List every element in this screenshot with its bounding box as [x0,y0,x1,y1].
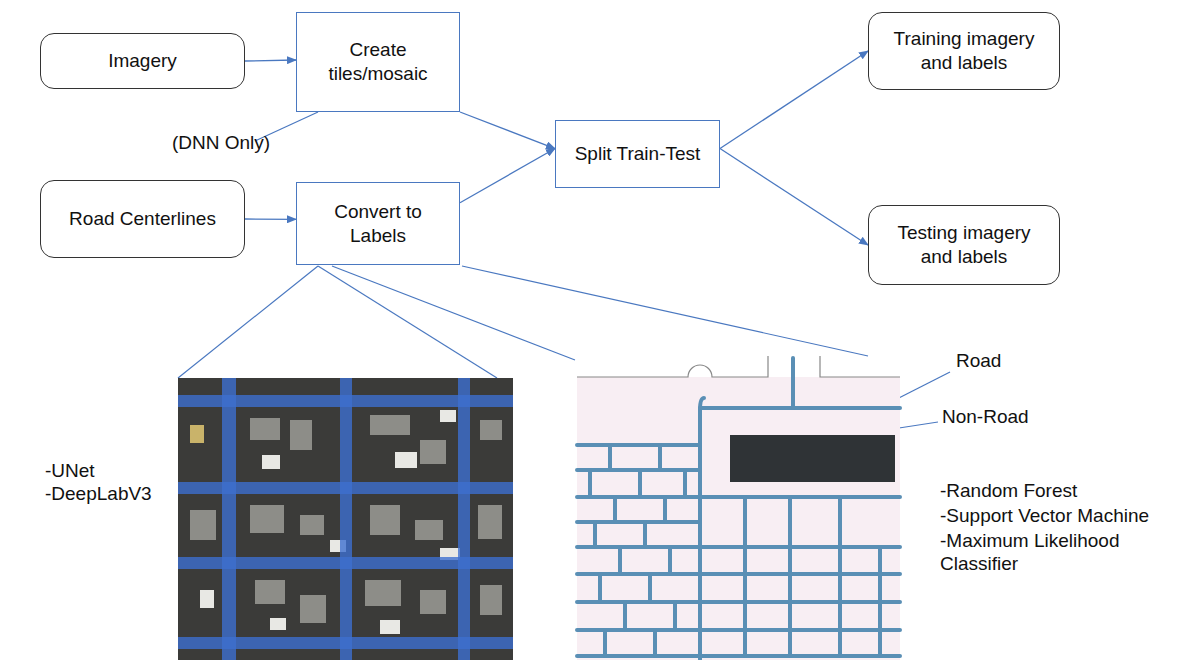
box-text: Training imagery and labels [879,27,1049,75]
box-text: Split Train-Test [575,142,701,166]
box-text: Testing imagery and labels [879,221,1049,269]
data-box: Imagery [40,33,245,89]
flow-arrow [720,51,868,149]
annotation-label: -DeepLabV3 [45,483,152,506]
flow-arrow [245,218,296,220]
flow-arrow [460,112,555,149]
flow-arrow [245,60,296,61]
process-box: Create tiles/mosaic [296,12,460,112]
box-text: Create tiles/mosaic [307,38,449,86]
annotation-label: -Maximum Likelihood Classifier [940,530,1135,576]
annotation-label: Road [956,350,1001,373]
annotation-label: -Support Vector Machine [940,505,1149,528]
annotation-label: Non-Road [942,406,1029,429]
annotation-label: -UNet [45,460,95,483]
box-text: Road Centerlines [69,207,216,231]
box-text: Convert to Labels [307,200,449,248]
process-box: Split Train-Test [555,120,720,188]
annotation-label: -Random Forest [940,480,1077,503]
annotation-label: (DNN Only) [172,132,270,155]
box-text: Imagery [108,49,177,73]
flow-arrow [460,149,555,203]
flow-arrow [720,149,868,245]
process-box: Convert to Labels [296,182,460,265]
data-box: Road Centerlines [40,180,245,258]
data-box: Training imagery and labels [868,12,1060,90]
data-box: Testing imagery and labels [868,205,1060,285]
